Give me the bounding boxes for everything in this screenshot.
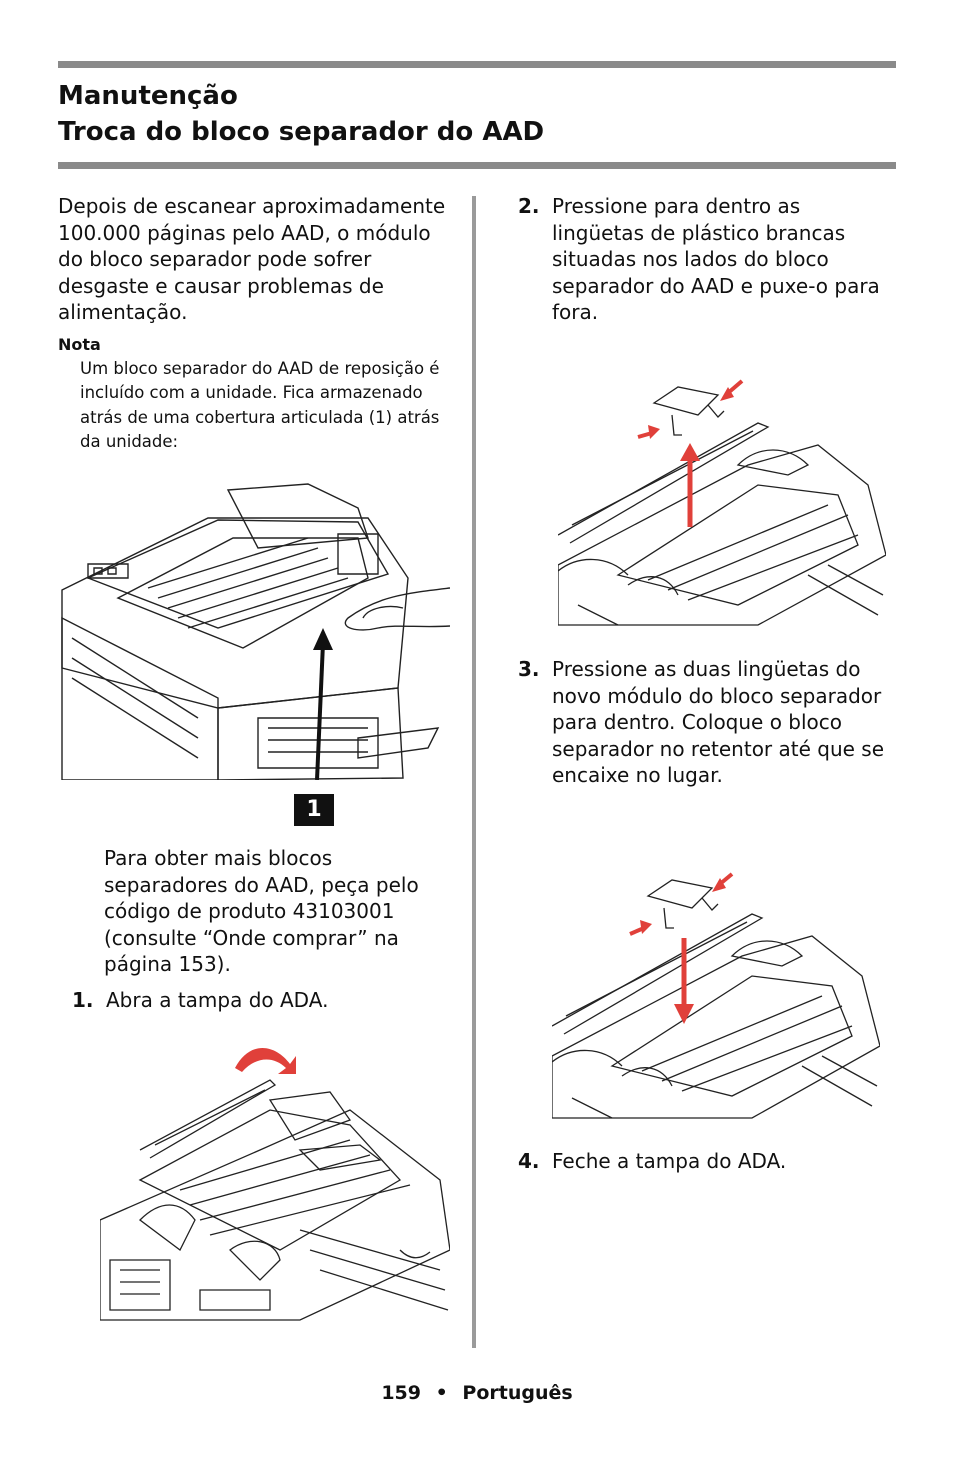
footer-language: Português [462,1382,573,1404]
step-4-number: 4. [518,1149,540,1173]
note-label: Nota [58,335,101,354]
install-separator-illustration [552,866,880,1120]
page-title: Manutenção Troca do bloco separador do A… [58,78,544,150]
note-text: Um bloco separador do AAD de reposição é… [80,359,440,452]
section-title: Manutenção [58,81,238,111]
step-2-text: Pressione para dentro as lingüetas de pl… [552,194,880,325]
step-1: 1. Abra a tampa do ADA. [72,987,462,1017]
step-3: 3. Pressione as duas lingüetas do novo m… [518,656,898,826]
page-footer: 159 • Português [0,1382,954,1404]
step-1-number: 1. [72,988,94,1012]
header-bottom-rule [58,162,896,169]
subsection-title: Troca do bloco separador do AAD [58,117,545,147]
remove-separator-illustration [558,375,886,627]
printer-cover-illustration [58,478,450,780]
step-3-number: 3. [518,657,540,681]
step-2-number: 2. [518,194,540,218]
step-4-text: Feche a tampa do ADA. [552,1149,787,1173]
page-number: 159 [381,1382,421,1404]
intro-paragraph: Depois de escanear aproximadamente 100.0… [58,194,446,325]
step-1-text: Abra a tampa do ADA. [106,988,329,1012]
step-2: 2. Pressione para dentro as lingüetas de… [518,193,898,333]
column-divider [472,196,476,1348]
step-3-text: Pressione as duas lingüetas do novo módu… [552,657,885,788]
header-top-rule [58,61,896,68]
adf-open-cover-illustration [100,1048,450,1340]
footer-bullet: • [435,1382,448,1404]
callout-badge: 1 [294,794,334,826]
order-paragraph: Para obter mais blocos separadores do AA… [104,846,419,977]
step-4: 4. Feche a tampa do ADA. [518,1148,898,1178]
